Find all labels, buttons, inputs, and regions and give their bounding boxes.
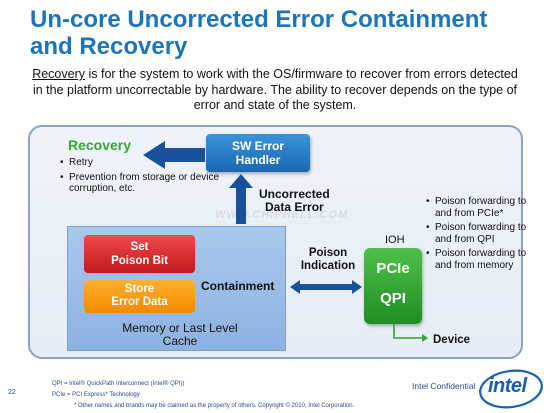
store-line-2: Error Data xyxy=(111,296,168,308)
footnote-qpi: QPI = Intel® QuickPath Interconnect (Int… xyxy=(52,381,185,387)
memory-label-line-1: Memory or Last Level xyxy=(122,321,238,335)
memory-label: Memory or Last Level Cache xyxy=(100,322,260,348)
device-label: Device xyxy=(433,334,471,346)
store-line-1: Store xyxy=(124,283,155,295)
uncorrected-line-2: Data Error xyxy=(265,200,324,214)
device-arrow-icon xyxy=(393,324,428,342)
title-line-1: Un-core Uncorrected Error Containment xyxy=(30,6,488,33)
sw-handler-line-2: Handler xyxy=(235,153,281,167)
title-line-2: and Recovery xyxy=(30,33,188,60)
pcie-qpi-box: PCIe QPI xyxy=(364,248,422,324)
ioh-bullet: Poison forwarding to and from QPI xyxy=(426,222,544,245)
subtitle: Recovery is for the system to work with … xyxy=(30,67,520,114)
recovery-bullet: Prevention from storage or device corrup… xyxy=(60,172,220,195)
page-number: 22 xyxy=(8,389,16,396)
ioh-bullet: Poison forwarding to and from PCIe* xyxy=(426,196,544,219)
uncorrected-line-1: Uncorrected xyxy=(259,187,330,201)
containment-label: Containment xyxy=(201,279,275,293)
confidential-label: Intel Confidential xyxy=(412,381,476,391)
set-line-1: Set xyxy=(130,241,149,253)
pcie-label: PCIe xyxy=(376,260,410,277)
recovery-term: Recovery xyxy=(32,67,85,81)
sw-error-handler-box: SW Error Handler xyxy=(206,134,310,172)
slide-title: Un-core Uncorrected Error Containment an… xyxy=(30,6,540,60)
qpi-label: QPI xyxy=(380,290,406,307)
poison-indication-label: Poison Indication xyxy=(289,247,367,273)
sw-handler-line-1: SW Error xyxy=(231,139,284,153)
watermark: WWW.CHIPHELL.COM xyxy=(215,209,349,221)
subtitle-text: is for the system to work with the OS/fi… xyxy=(32,67,518,112)
uncorrected-error-label: Uncorrected Data Error xyxy=(259,188,330,214)
recovery-bullets: Retry Prevention from storage or device … xyxy=(60,157,220,198)
intel-logo-text: intel xyxy=(488,375,527,397)
poison-line-1: Poison xyxy=(308,247,348,259)
intel-logo-icon xyxy=(479,369,543,409)
footnote-copyright: * Other names and brands may be claimed … xyxy=(74,403,355,409)
recovery-title: Recovery xyxy=(68,137,132,153)
ioh-bullets: Poison forwarding to and from PCIe* Pois… xyxy=(426,196,544,274)
ioh-label: IOH xyxy=(385,234,405,246)
up-arrow-icon xyxy=(229,174,253,224)
memory-label-line-2: Cache xyxy=(162,334,198,348)
store-error-data-box: Store Error Data xyxy=(84,280,195,313)
left-arrow-icon xyxy=(143,141,205,169)
double-arrow-icon xyxy=(290,280,362,294)
footnote-pcie: PCIe = PCI Express* Technology xyxy=(52,392,140,398)
footer xyxy=(0,362,550,413)
poison-line-2: Indication xyxy=(300,260,356,272)
recovery-bullet: Retry xyxy=(60,157,220,169)
ioh-bullet: Poison forwarding to and from memory xyxy=(426,248,544,271)
set-poison-bit-box: Set Poison Bit xyxy=(84,235,195,273)
set-line-2: Poison Bit xyxy=(111,255,168,267)
